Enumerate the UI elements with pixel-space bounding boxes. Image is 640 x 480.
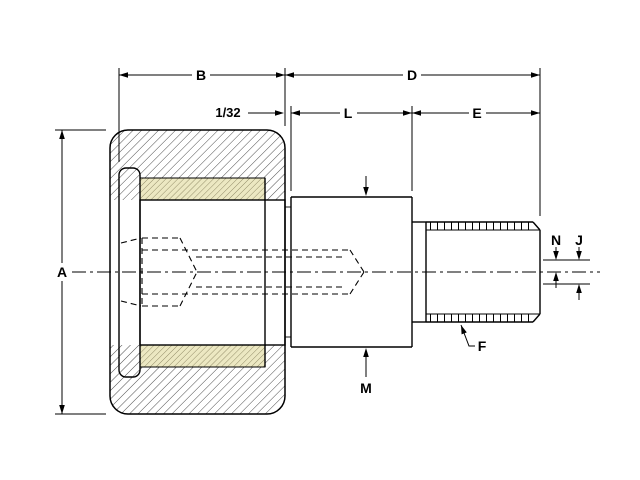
seal-top [139,177,266,201]
dim-arrow [576,284,582,293]
dim-A: A [57,130,67,414]
dim-M: M [360,176,372,396]
thread-ticks-top [427,222,532,230]
dim-label-j: J [575,232,583,248]
dim-arrow [553,251,559,260]
dim-N: N [551,232,561,288]
dim-arrow [59,405,65,414]
dim-arrow [412,110,421,116]
dim-label-f: F [478,338,487,354]
bore [139,199,286,346]
dim-D: D [285,67,540,83]
hidden-lines-tapped-hole [142,249,365,295]
dim-arrow [276,72,285,78]
extension-lines [55,68,590,415]
dim-label-m: M [360,380,372,396]
dim-arrow [363,187,369,196]
dim-B: B [119,67,285,83]
dim-arrow [59,130,65,139]
dim-arrow [403,110,412,116]
dim-arrow [553,272,559,281]
dim-arrow [531,110,540,116]
dim-J: J [575,232,583,300]
dim-label-gap: 1/32 [215,105,240,120]
dim-label-b: B [196,67,206,83]
dim-label-n: N [551,232,561,248]
dim-label-d: D [407,67,417,83]
dim-label-e: E [472,105,481,121]
dim-label-a: A [57,264,67,280]
dim-arrow [461,325,467,335]
thread-ticks-bottom [427,314,532,322]
end-chamfer-top [532,221,541,231]
dim-arrow [275,110,284,116]
dim-E: E [412,105,540,121]
roller-body [109,129,286,415]
dim-arrow [285,72,294,78]
dim-label-l: L [344,105,353,121]
dim-arrow [576,251,582,260]
dim-1-32: 1/32 [215,105,284,120]
leader-F: F [460,324,487,354]
dim-L: L [291,105,412,121]
dim-arrow [291,110,300,116]
dim-arrow [363,348,369,357]
end-chamfer-bottom [532,313,541,323]
dim-arrow [119,72,128,78]
dim-arrow [531,72,540,78]
seal-bottom [139,344,266,368]
